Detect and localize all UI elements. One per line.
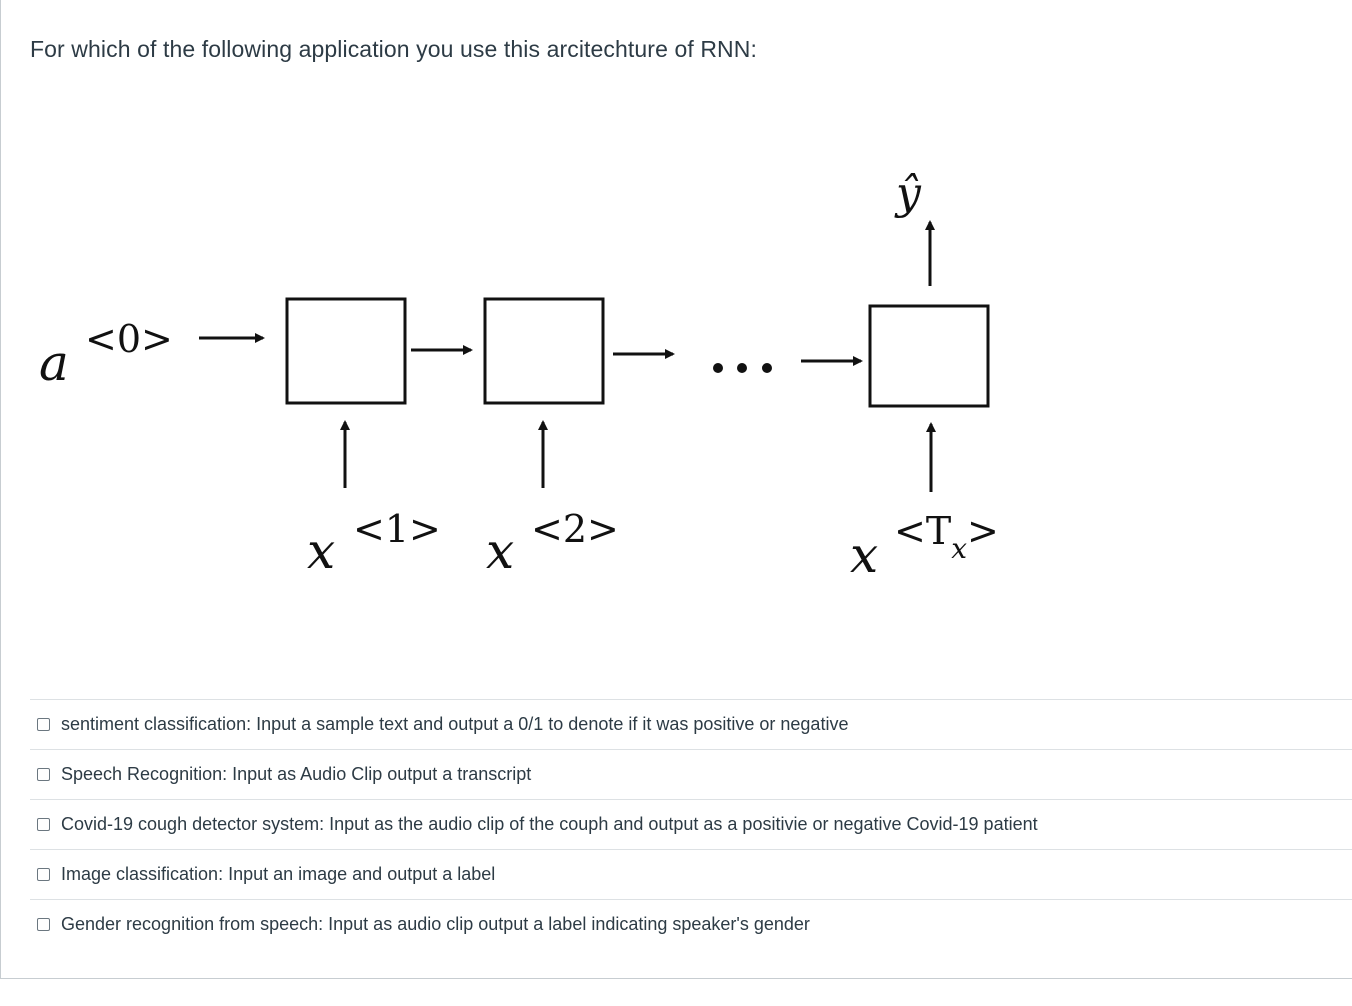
answer-option-covid-cough[interactable]: Covid-19 cough detector system: Input as… [30,799,1352,849]
rnn-diagram-svg: a <0> ŷ x <1> [39,168,999,584]
answer-option-gender-recognition[interactable]: Gender recognition from speech: Input as… [30,899,1352,949]
answer-label[interactable]: Image classification: Input an image and… [61,864,496,884]
ellipsis-dot-2 [737,363,747,373]
rnn-cell-last [868,304,990,408]
answer-label[interactable]: sentiment classification: Input a sample… [61,714,849,734]
input-T-sup-subscript: x [951,532,967,565]
input-2-superscript: <2> [531,507,619,551]
input-1-base: x [307,522,335,580]
rnn-diagram: a <0> ŷ x <1> [1,140,1101,600]
answer-checkbox[interactable] [37,868,50,881]
answer-label[interactable]: Covid-19 cough detector system: Input as… [61,814,1038,834]
output-y-hat: ŷ [894,168,922,219]
input-T-sup-suffix: > [967,509,999,553]
input-T-sup-prefix: <T [894,509,951,553]
rnn-cell-2 [483,297,605,405]
answer-checkbox[interactable] [37,918,50,931]
answer-option-speech-recognition[interactable]: Speech Recognition: Input as Audio Clip … [30,749,1352,799]
answer-checkbox[interactable] [37,818,50,831]
answer-label[interactable]: Gender recognition from speech: Input as… [61,914,810,934]
answer-checkbox[interactable] [37,768,50,781]
input-1-superscript: <1> [353,507,441,551]
ellipsis-dot-1 [713,363,723,373]
answer-option-image-classification[interactable]: Image classification: Input an image and… [30,849,1352,899]
ellipsis-dot-3 [762,363,772,373]
answer-label[interactable]: Speech Recognition: Input as Audio Clip … [61,764,532,784]
input-T-superscript: <Tx> [894,509,999,565]
rnn-cell-1 [285,297,407,405]
answer-option-sentiment[interactable]: sentiment classification: Input a sample… [30,699,1352,749]
initial-activation-superscript: <0> [85,317,173,361]
input-T-base: x [850,526,878,584]
question-text: For which of the following application y… [30,36,757,62]
initial-activation: a [39,334,69,392]
answer-list: sentiment classification: Input a sample… [30,699,1352,949]
answer-checkbox[interactable] [37,718,50,731]
question-panel: For which of the following application y… [0,0,1352,979]
input-2-base: x [486,522,514,580]
